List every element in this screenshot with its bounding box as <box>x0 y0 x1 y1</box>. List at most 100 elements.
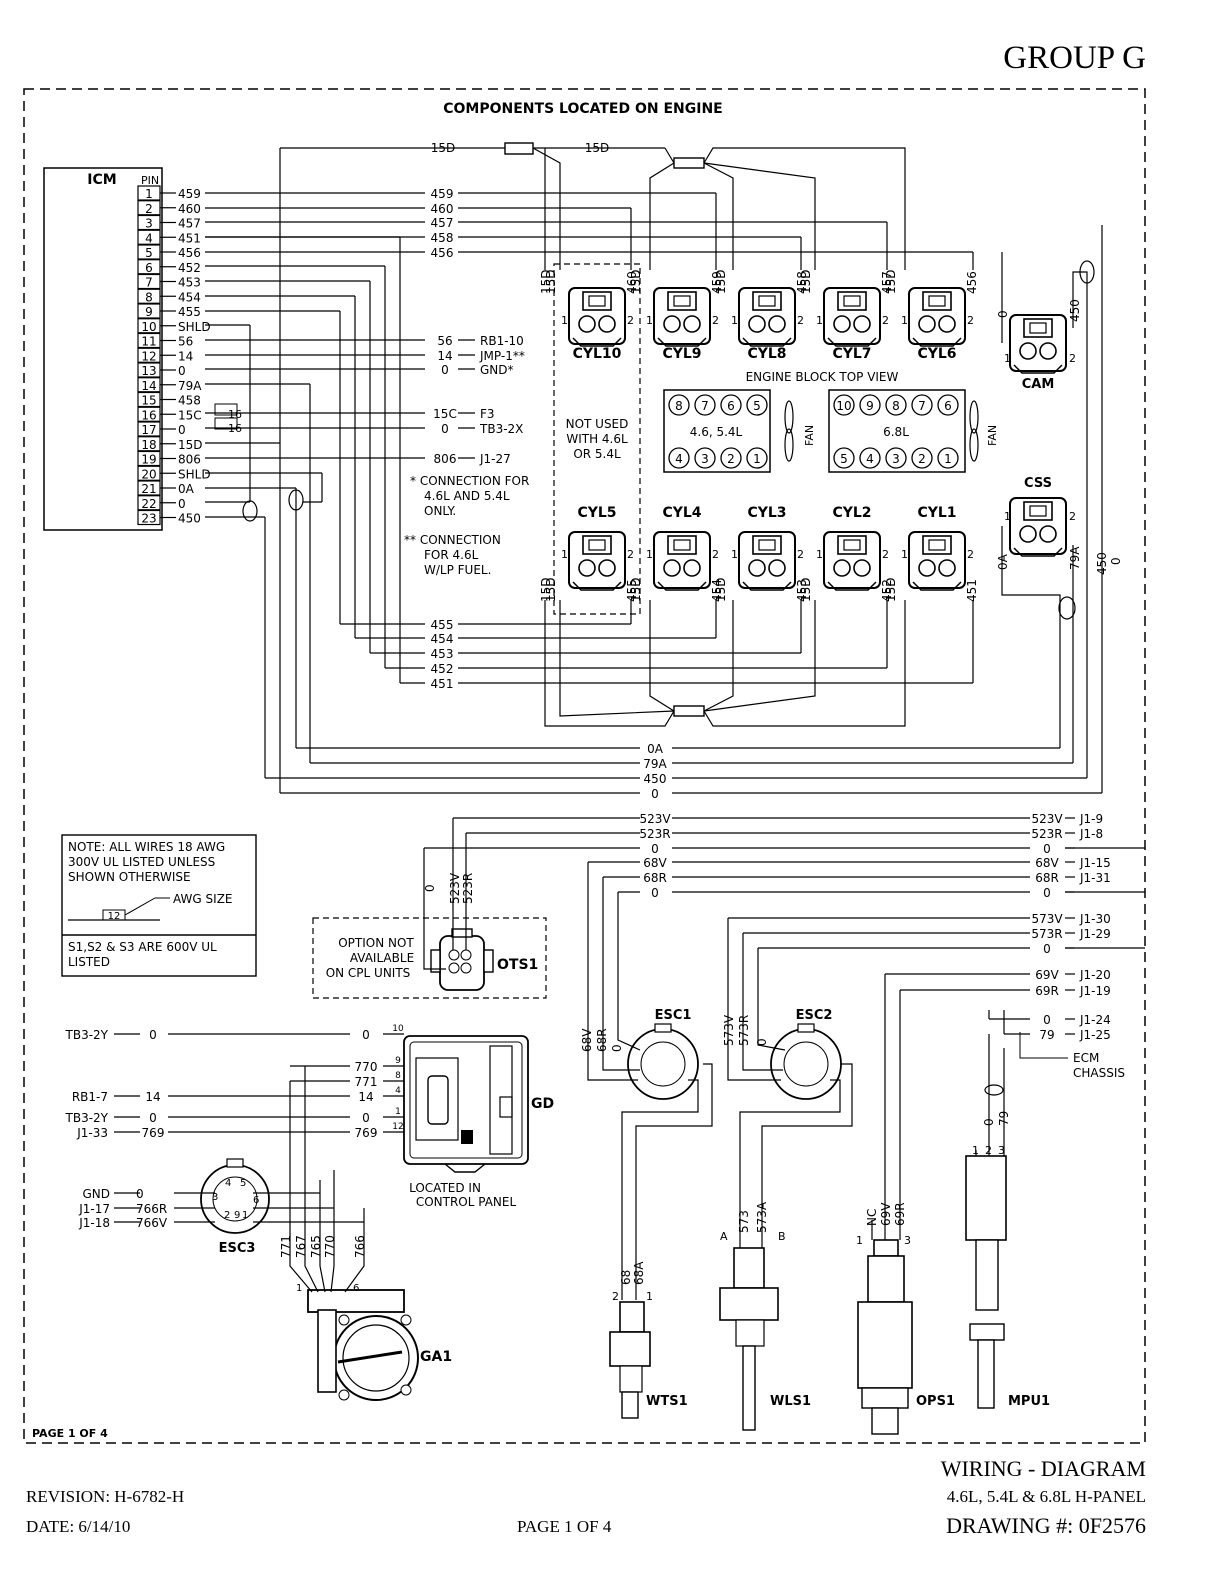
coil-wire-label: 453 <box>795 579 809 602</box>
block-cylinder <box>911 447 933 469</box>
sensor-wire-label: 68V <box>643 856 667 870</box>
esc1-connector <box>627 1023 699 1100</box>
icm-pin-number: 4 <box>145 231 153 245</box>
wire-15d-right: 15D <box>585 141 610 155</box>
sensor-wire-dest: J1-19 <box>1079 984 1111 998</box>
ext-wire-dest: GND* <box>480 363 514 377</box>
sensor-wire-dest: J1-15 <box>1079 856 1111 870</box>
gd-row-source: TB3-2Y <box>65 1028 109 1042</box>
wls1-label: WLS1 <box>770 1394 811 1409</box>
esc1-wire-label: 68V <box>580 1028 594 1052</box>
mpu1-wire-label: 0 <box>982 1118 996 1126</box>
icm-label: ICM <box>87 172 116 188</box>
block-cylinder <box>911 394 933 416</box>
coil-connector <box>908 287 966 347</box>
not-used-2: WITH 4.6L <box>566 432 628 446</box>
icm-box <box>43 167 163 531</box>
fan-icon <box>784 400 979 462</box>
block-cylinder <box>859 447 881 469</box>
coil-pin1: 1 <box>646 314 653 327</box>
mpu1-label: MPU1 <box>1008 1394 1050 1409</box>
esc3-label: ESC3 <box>219 1241 256 1256</box>
top-wire-label: 458 <box>431 231 454 245</box>
block-cylinder <box>720 447 742 469</box>
esc2-label: ESC2 <box>796 1008 833 1023</box>
coil-wire-label: 452 <box>880 579 894 602</box>
icm-pin-wire: 458 <box>178 394 201 408</box>
esc3-row-wire: 766V <box>136 1216 168 1230</box>
esc3-pin: 9 <box>234 1210 240 1221</box>
coil-pin2: 2 <box>797 548 804 561</box>
esc3-pin: 2 <box>224 1210 230 1221</box>
gd-label: GD <box>531 1096 554 1112</box>
wts1-label: WTS1 <box>646 1394 688 1409</box>
cam-wire-450: 450 <box>1068 299 1082 322</box>
ops1-sensor <box>857 1239 913 1435</box>
block-cylinder <box>833 394 855 416</box>
css-pin1: 1 <box>1004 510 1011 523</box>
ots-wire-523v: 523V <box>448 872 462 904</box>
wls1-wire-label: 573 <box>737 1210 751 1233</box>
note-s-1: S1,S2 & S3 ARE 600V UL <box>68 940 217 954</box>
coil-label: CYL10 <box>573 346 622 362</box>
ga1-wire-label: 767 <box>294 1235 308 1258</box>
block-cylinder-number: 6 <box>727 399 735 413</box>
ext-wire-dest: RB1-10 <box>480 334 524 348</box>
coil-pin1: 1 <box>561 548 568 561</box>
top-wire-label: 459 <box>431 187 454 201</box>
block-cylinder <box>833 447 855 469</box>
ga1-wire-label: 771 <box>279 1235 293 1258</box>
sensor-wire-label: 0 <box>1043 1013 1051 1027</box>
icm-pin-wire: 451 <box>178 231 201 245</box>
coil-label: CYL7 <box>832 346 871 362</box>
gd-row-wire-2: 770 <box>355 1060 378 1074</box>
icm-pin-wire: 459 <box>178 187 201 201</box>
esc1-label: ESC1 <box>655 1008 692 1023</box>
sensor-wire-dest: J1-8 <box>1079 827 1103 841</box>
esc3-pin: 3 <box>212 1192 218 1203</box>
icm-pin-number: 13 <box>141 364 156 378</box>
coil-wire-label: 454 <box>710 579 724 602</box>
icm-pin-number: 23 <box>141 512 156 526</box>
icm-pin-wire: 457 <box>178 217 201 231</box>
ots-opt-1: OPTION NOT <box>338 936 414 950</box>
gd-row-wire: 0 <box>149 1111 157 1125</box>
splice-bottom <box>673 705 705 717</box>
ots-opt-2: AVAILABLE <box>350 951 414 965</box>
esc3-row-wire: 0 <box>136 1187 144 1201</box>
splice-top <box>673 157 705 169</box>
esc2-wire-label: 573V <box>722 1014 736 1046</box>
coil-wire-label: 458 <box>795 271 809 294</box>
mpu1-pin: 1 <box>972 1144 979 1157</box>
icm-pin-wire: 0A <box>178 482 195 496</box>
wls1-pa: A <box>720 1230 728 1243</box>
ops1-wire-label: 69V <box>879 1202 893 1226</box>
sensor-wire-label: 68V <box>1035 856 1059 870</box>
icm-pin-wire: 456 <box>178 246 201 260</box>
icm-gauge-box <box>214 403 238 416</box>
icm-gauge-box <box>214 417 238 430</box>
gd-row-pin: 9 <box>395 1056 401 1066</box>
cam-sensor <box>1009 314 1067 374</box>
fan-label-b: FAN <box>986 425 999 446</box>
sensor-wire-dest: J1-9 <box>1079 812 1103 826</box>
icm-pin-wire: SHLD <box>178 320 211 334</box>
esc2-wire-label: 0 <box>755 1038 769 1046</box>
cam-pin1: 1 <box>1004 352 1011 365</box>
page-marker: PAGE 1 OF 4 <box>32 1427 108 1440</box>
block-cylinder-number: 4 <box>866 452 874 466</box>
sensor-wire-label: 0 <box>651 842 659 856</box>
gd-loc-1: LOCATED IN <box>409 1181 481 1195</box>
footer-date: DATE: 6/14/10 <box>26 1517 131 1536</box>
ops1-p3: 3 <box>904 1234 911 1247</box>
icm-pin-number: 6 <box>145 261 153 275</box>
icm-pin-number: 8 <box>145 290 153 304</box>
gd-row-wire: 769 <box>142 1126 165 1140</box>
note-line-3: SHOWN OTHERWISE <box>68 870 191 884</box>
icm-pin-wire: 460 <box>178 202 201 216</box>
